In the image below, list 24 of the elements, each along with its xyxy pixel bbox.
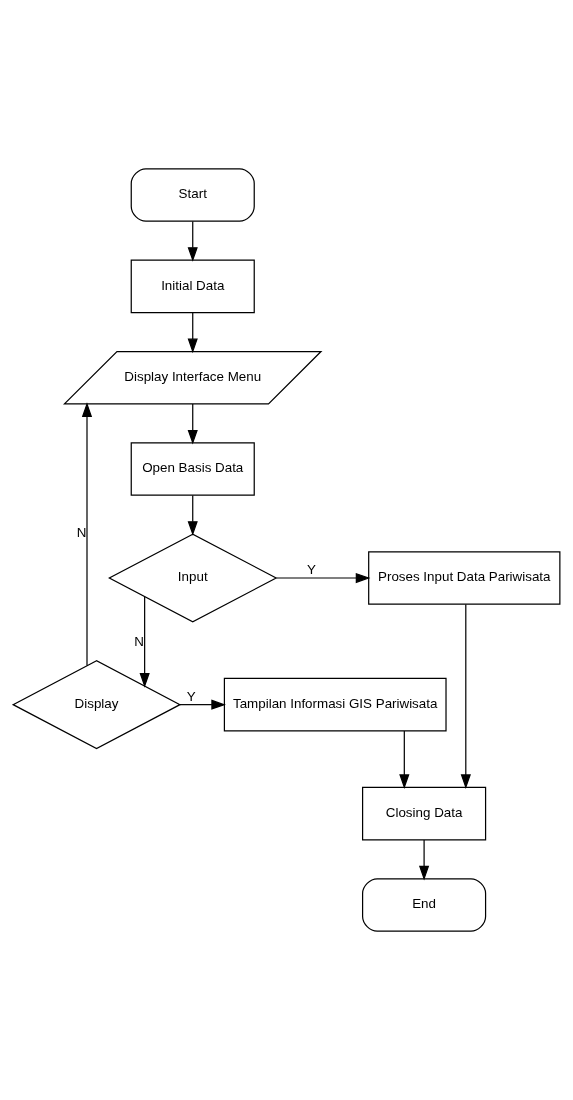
- arrow: [275, 572, 371, 584]
- node-box: Initial Data: [130, 259, 255, 314]
- arrow: [139, 596, 150, 688]
- node-box: End: [362, 878, 487, 932]
- edge-label: Y: [307, 562, 316, 578]
- node-box: Start: [130, 168, 255, 222]
- node-box: Closing Data: [362, 786, 487, 841]
- edge-label: Y: [186, 688, 196, 704]
- node-diamond: Display: [11, 660, 182, 750]
- node-diamond: Input: [108, 533, 278, 623]
- arrow: [179, 699, 226, 710]
- arrow: [187, 312, 198, 354]
- node-box: Open Basis Data: [130, 442, 255, 496]
- edge-label: N: [76, 525, 87, 541]
- edge-label: N: [134, 633, 144, 649]
- arrow: [81, 402, 93, 667]
- node-box: Tampilan Informasi GIS Pariwisata: [223, 677, 447, 732]
- node-box: Proses Input Data Pariwisata: [368, 551, 561, 605]
- arrow: [460, 603, 471, 789]
- arrow: [399, 730, 410, 789]
- arrow: [187, 403, 198, 445]
- arrow: [187, 494, 198, 536]
- arrow: [187, 220, 198, 262]
- arrow: [418, 839, 430, 881]
